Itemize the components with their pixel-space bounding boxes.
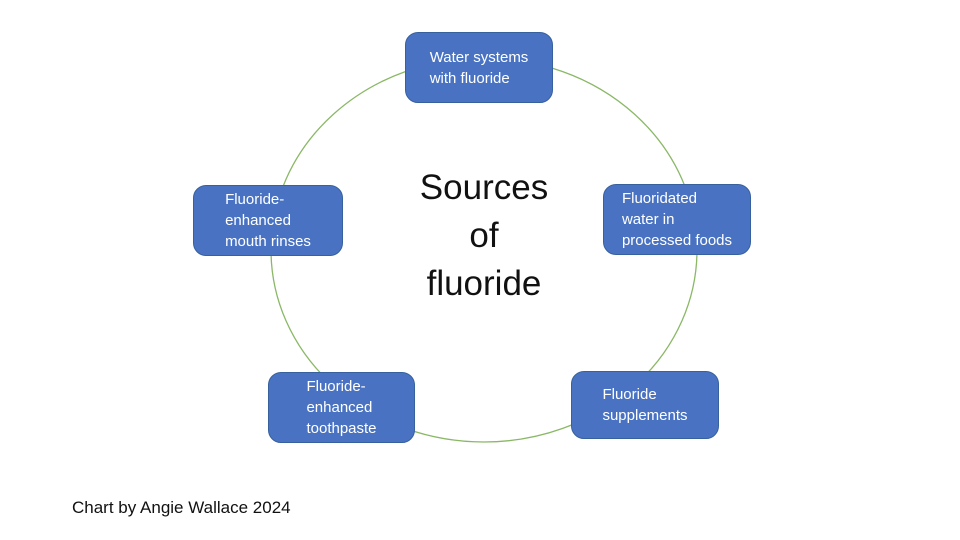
node-label-line: with fluoride	[429, 69, 510, 87]
node-fluoridated-water-label: Fluoridated water in processed foods	[622, 188, 732, 251]
node-mouth-rinses-label: Fluoride- enhanced mouth rinses	[225, 189, 311, 252]
node-label-line: mouth rinses	[225, 233, 311, 250]
node-fluoridated-water: Fluoridated water in processed foods	[603, 184, 751, 255]
node-label-line: Water systems	[429, 48, 529, 66]
attribution-caption: Chart by Angie Wallace 2024	[72, 498, 291, 517]
node-mouth-rinses: Fluoride- enhanced mouth rinses	[193, 185, 343, 256]
node-label-line: Fluoridated	[621, 190, 697, 207]
node-label-line: water in	[621, 211, 675, 228]
node-label-line: Fluoride-	[225, 191, 285, 208]
diagram-title-line: fluoride	[426, 264, 542, 303]
diagram-title: Sources of fluoride	[364, 164, 604, 308]
node-supplements: Fluoride supplements	[571, 371, 719, 439]
node-water-systems-label: Water systems with fluoride	[430, 47, 529, 89]
node-label-line: Fluoride	[602, 386, 657, 403]
node-supplements-label: Fluoride supplements	[602, 384, 687, 426]
diagram-title-line: of	[469, 216, 499, 255]
node-label-line: supplements	[602, 407, 688, 424]
node-water-systems: Water systems with fluoride	[405, 32, 553, 103]
node-toothpaste-label: Fluoride- enhanced toothpaste	[306, 376, 376, 439]
node-label-line: enhanced	[306, 399, 373, 416]
node-label-line: enhanced	[225, 212, 291, 229]
node-toothpaste: Fluoride- enhanced toothpaste	[268, 372, 415, 443]
node-label-line: processed foods	[621, 232, 733, 249]
node-label-line: Fluoride-	[306, 378, 366, 395]
node-label-line: toothpaste	[306, 420, 377, 437]
diagram-title-line: Sources	[419, 168, 549, 207]
